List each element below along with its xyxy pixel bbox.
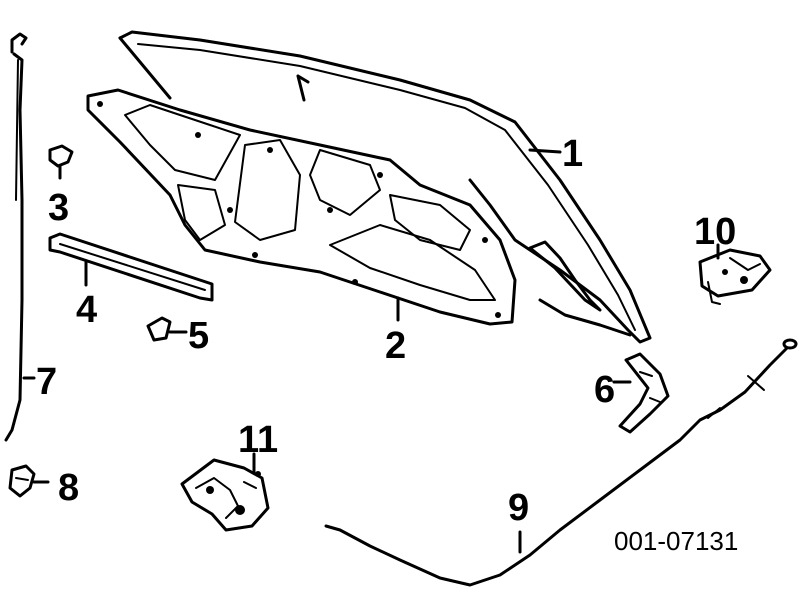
callout-8: 8 xyxy=(58,467,79,509)
clip-part xyxy=(48,144,74,180)
release-cable-part xyxy=(324,338,798,587)
part-code-label: 001-07131 xyxy=(614,526,738,556)
hood-panel xyxy=(118,30,652,344)
callout-7: 7 xyxy=(36,361,57,403)
safety-catch-part xyxy=(612,352,670,434)
callout-9: 9 xyxy=(508,487,529,529)
callout-6: 6 xyxy=(594,369,615,411)
callout-3: 3 xyxy=(48,187,69,229)
prop-rod-part xyxy=(4,32,36,442)
callout-11: 11 xyxy=(238,419,278,461)
hood-inner-frame xyxy=(86,88,517,326)
callout-5: 5 xyxy=(188,315,209,357)
callout-2: 2 xyxy=(385,325,406,367)
striker-bracket-part xyxy=(698,243,772,305)
hood-latch-part xyxy=(180,452,270,532)
callout-1: 1 xyxy=(562,133,583,175)
weatherstrip-part xyxy=(48,232,214,302)
callout-10: 10 xyxy=(694,211,736,253)
leader-lines xyxy=(396,148,562,322)
retainer-part xyxy=(146,316,188,342)
grommet-part xyxy=(8,464,50,498)
callout-4: 4 xyxy=(76,289,97,331)
